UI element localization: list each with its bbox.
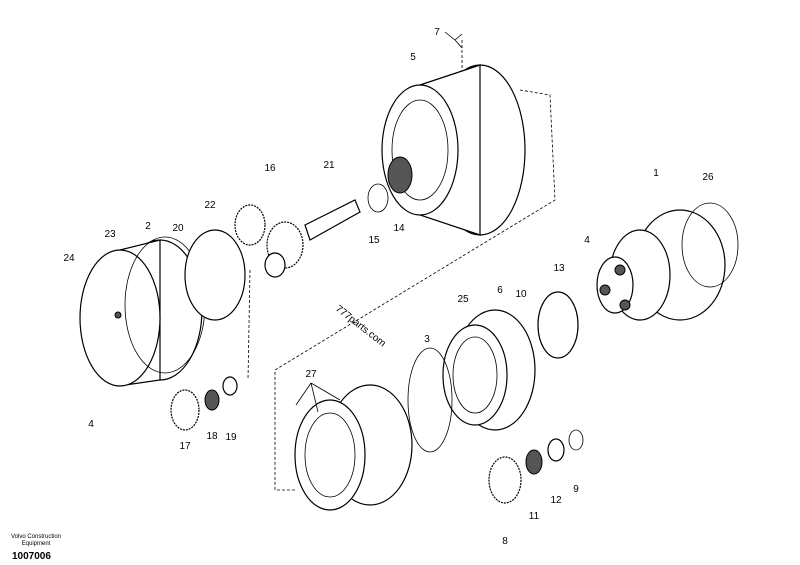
part-label: 17 bbox=[179, 441, 191, 452]
part-label: 8 bbox=[502, 536, 508, 547]
part-label: 6 bbox=[497, 285, 503, 296]
part-ring-3 bbox=[407, 347, 453, 453]
part-snap-ring-15 bbox=[367, 183, 389, 213]
part-label: 7 bbox=[434, 27, 440, 38]
part-bearing-25 bbox=[442, 309, 536, 431]
part-label: 19 bbox=[225, 432, 237, 443]
part-seal-rings-27 bbox=[294, 384, 413, 511]
part-labels: 7 5 16 21 1 26 23 2 22 20 24 15 14 4 13 … bbox=[63, 27, 714, 547]
part-label: 2 bbox=[145, 221, 151, 232]
assembly-line bbox=[274, 89, 556, 491]
assembly-line bbox=[247, 269, 251, 381]
part-label: 9 bbox=[573, 484, 579, 495]
part-label: 13 bbox=[553, 263, 565, 274]
part-label: 1 bbox=[653, 168, 659, 179]
part-label: 21 bbox=[323, 160, 335, 171]
part-label: 24 bbox=[63, 253, 75, 264]
part-oring-26 bbox=[681, 202, 739, 288]
part-seal-13 bbox=[537, 291, 579, 359]
watermark: 777parts.com bbox=[333, 303, 388, 349]
part-bearing-18 bbox=[204, 389, 220, 411]
part-gear-8 bbox=[488, 456, 522, 504]
leader-27 bbox=[295, 382, 341, 413]
part-label: 23 bbox=[104, 229, 116, 240]
part-label: 22 bbox=[204, 200, 216, 211]
part-label: 20 bbox=[172, 223, 184, 234]
part-label: 3 bbox=[424, 334, 430, 345]
part-label: 27 bbox=[305, 369, 317, 380]
part-shaft-21 bbox=[304, 199, 361, 241]
part-washer-9 bbox=[568, 429, 584, 451]
part-gear-17 bbox=[170, 389, 200, 431]
part-label: 4 bbox=[88, 419, 94, 430]
part-label: 15 bbox=[368, 235, 380, 246]
diagram-code: 1007006 bbox=[12, 551, 51, 562]
part-plate-22 bbox=[184, 229, 246, 321]
leader-7 bbox=[444, 31, 463, 49]
part-label: 5 bbox=[410, 52, 416, 63]
part-label: 12 bbox=[550, 495, 562, 506]
part-label: 11 bbox=[529, 511, 540, 522]
part-bushing-19 bbox=[222, 376, 238, 396]
part-label: 4 bbox=[584, 235, 590, 246]
part-housing-5 bbox=[381, 64, 526, 236]
part-label: 26 bbox=[702, 172, 714, 183]
brand-label: Volvo Construction Equipment bbox=[10, 534, 62, 547]
part-bearing-11 bbox=[525, 449, 543, 475]
part-planet-gears-16 bbox=[234, 204, 304, 278]
part-label: 18 bbox=[206, 431, 218, 442]
part-label: 16 bbox=[264, 163, 276, 174]
part-label: 25 bbox=[457, 294, 469, 305]
part-label: 10 bbox=[515, 289, 527, 300]
part-cover-23 bbox=[79, 239, 203, 387]
part-hub-1 bbox=[596, 209, 726, 321]
part-label: 14 bbox=[393, 223, 405, 234]
part-bushing-12 bbox=[547, 438, 565, 462]
